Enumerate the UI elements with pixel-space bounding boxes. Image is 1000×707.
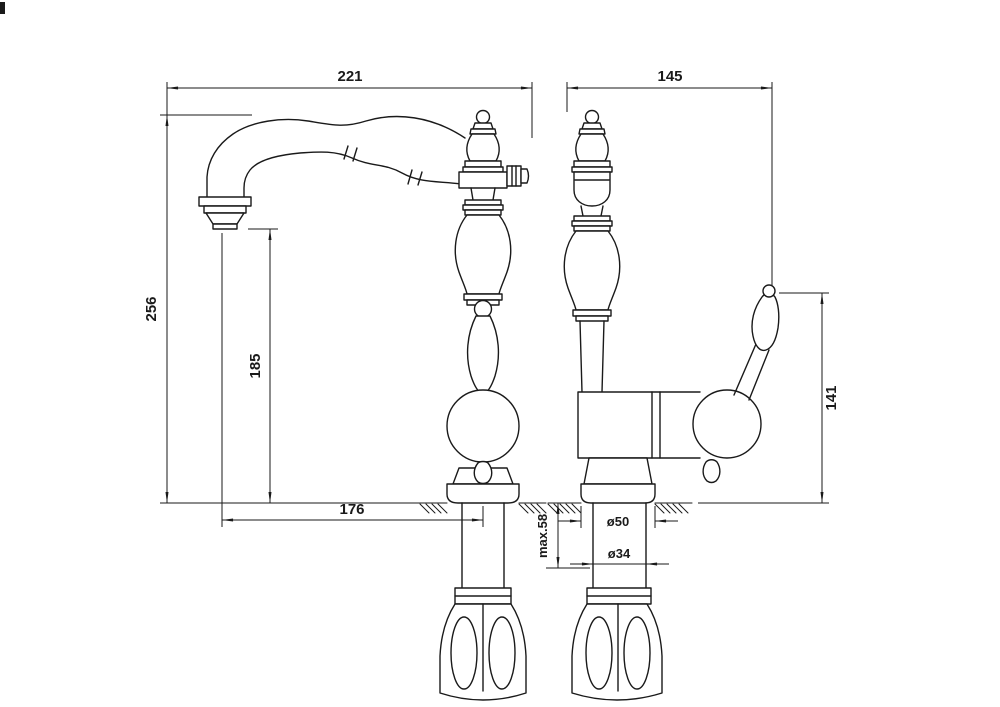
dim-outlet-to-axis	[221, 233, 484, 527]
dim-max-deck-label: max.58	[535, 514, 550, 558]
handle-grip-ball	[762, 284, 776, 298]
dimension-layer	[160, 82, 829, 569]
dim-overall-height-label: 256	[143, 296, 160, 321]
dim-shank-diameter-label: ø34	[608, 546, 631, 561]
column	[454, 187, 512, 306]
side-view	[198, 109, 530, 701]
outline-layer	[198, 109, 780, 701]
dim-outlet-to-axis-label: 176	[339, 501, 364, 518]
front-view	[563, 109, 780, 701]
finial	[462, 109, 504, 173]
dim-outlet-height	[248, 228, 278, 504]
body-knob-front	[702, 459, 721, 484]
base-flange-front	[580, 457, 656, 504]
dim-spout-reach	[166, 82, 533, 138]
column-front	[563, 205, 621, 393]
finial-front	[571, 109, 613, 173]
spout-junction	[458, 165, 530, 189]
dim-depth	[566, 82, 773, 286]
lever-handle-side	[466, 299, 500, 395]
dim-handle-height-label: 141	[823, 385, 840, 410]
supply-hoses-front	[571, 603, 663, 701]
supply-hoses	[439, 603, 527, 701]
deck-surface	[419, 502, 693, 514]
handle-joint	[692, 389, 762, 459]
body-ball	[446, 389, 520, 463]
corner-artifact	[0, 2, 5, 14]
deck-hatching	[419, 503, 689, 514]
dim-base-diameter	[558, 506, 678, 528]
dim-spout-reach-label: 221	[337, 68, 362, 85]
dim-base-diameter-label: ø50	[607, 514, 629, 529]
lever-handle	[733, 284, 780, 401]
body-knob	[473, 460, 493, 485]
dim-outlet-height-label: 185	[247, 353, 264, 378]
spout	[206, 115, 466, 198]
handle-grip	[751, 292, 780, 352]
mounting-shank-front	[586, 502, 652, 605]
dim-depth-label: 145	[657, 68, 682, 85]
spout-nozzle	[198, 196, 252, 230]
dim-overall-height	[160, 114, 424, 504]
dim-handle-height	[698, 292, 829, 504]
body-front	[577, 391, 701, 459]
spout-end-on	[573, 171, 611, 207]
dimension-text-layer: 221 145 256 185 176 141 max.58 ø50 ø34	[143, 68, 840, 561]
dim-max-deck	[546, 502, 590, 569]
